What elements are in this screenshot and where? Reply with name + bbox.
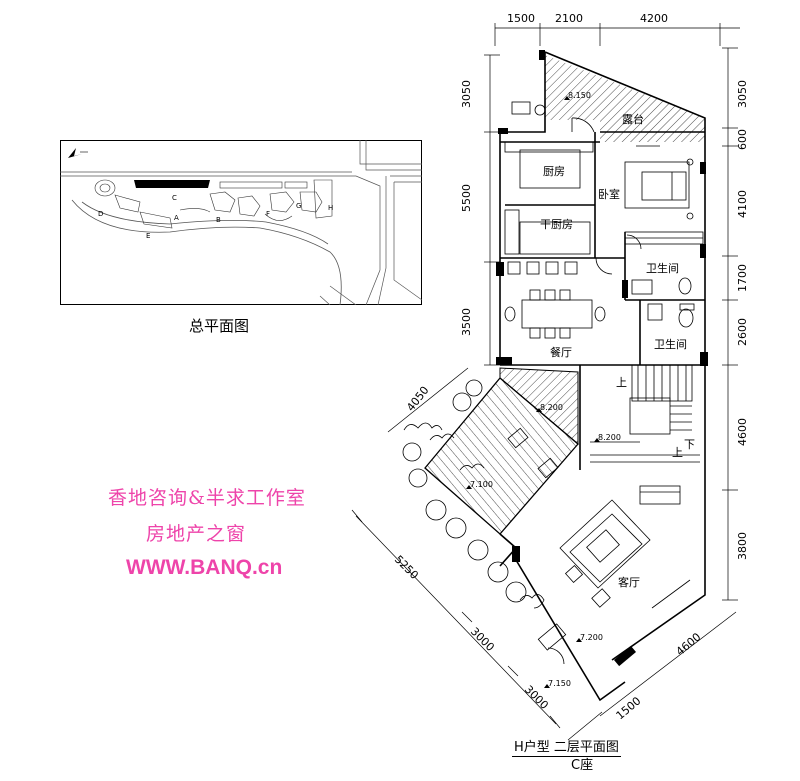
site-plan-drawing: C D A E B F G H [60, 140, 422, 305]
room-label-bath-1: 卫生间 [646, 261, 679, 275]
dim-left-1: 3050 [460, 80, 473, 108]
dim-right-5: 2600 [736, 318, 749, 346]
north-arrow-icon [68, 148, 88, 158]
dim-right-6: 4600 [736, 418, 749, 446]
elevation-mark-3: 7.100 [470, 480, 493, 489]
room-label-terrace: 露台 [622, 112, 644, 126]
elevation-mark-1: 8.200 [540, 403, 563, 412]
dim-right-7: 3800 [736, 532, 749, 560]
dim-top-1: 1500 [507, 12, 535, 25]
dim-right-1: 3050 [736, 80, 749, 108]
dim-right-4: 1700 [736, 264, 749, 292]
tree-planting [402, 379, 545, 609]
dim-top-3: 4200 [640, 12, 668, 25]
site-block-label-g: G [296, 202, 301, 210]
dim-diag-left-1: 4050 [404, 384, 431, 414]
site-plan-title: 总平面图 [189, 317, 250, 335]
floor-plan-subtitle: C座 [571, 758, 594, 773]
highlighted-block-c [134, 180, 210, 188]
dim-left-3: 3500 [460, 308, 473, 336]
elevation-mark-5: 7.150 [548, 679, 571, 688]
site-block-label-e: E [146, 232, 150, 240]
dim-diag-left-2: 5250 [392, 553, 421, 582]
room-label-living: 客厅 [618, 575, 640, 589]
dim-right-2: 600 [736, 129, 749, 150]
dim-diag-right-1: 4600 [674, 630, 704, 658]
room-label-bedroom: 卧室 [598, 187, 620, 201]
site-block-label-d: D [98, 210, 103, 218]
site-block-label-a: A [174, 214, 179, 222]
watermark-url: WWW.BANQ.cn [126, 556, 283, 579]
elevation-mark-2: 8.200 [598, 433, 621, 442]
site-block-label-h: H [328, 204, 333, 212]
dim-right-3: 4100 [736, 190, 749, 218]
stair-label-up-2: 上 [672, 446, 683, 459]
room-label-kitchen: 厨房 [543, 165, 565, 178]
dim-left-2: 5500 [460, 184, 473, 212]
stair-label-down: 下 [684, 438, 695, 451]
floor-plan-title: H户型 二层平面图 [512, 736, 621, 757]
dim-diag-left-3: 3000 [468, 625, 497, 654]
dim-top-2: 2100 [555, 12, 583, 25]
room-label-dry-kitchen: 干厨房 [540, 218, 573, 231]
room-label-dining: 餐厅 [550, 345, 572, 359]
dim-diag-right-2: 1500 [614, 694, 644, 722]
elevation-mark-4: 7.200 [580, 633, 603, 642]
site-block-label-b: B [216, 216, 221, 224]
watermark-studio: 香地咨询&半求工作室 [108, 487, 306, 509]
elevation-terrace: 8.150 [568, 91, 591, 100]
site-block-label-c: C [172, 194, 177, 202]
site-block-label-f: F [266, 210, 270, 218]
watermark-site-name: 房地产之窗 [146, 523, 247, 545]
room-label-bath-2: 卫生间 [654, 337, 687, 351]
stair-label-up: 上 [616, 376, 627, 389]
